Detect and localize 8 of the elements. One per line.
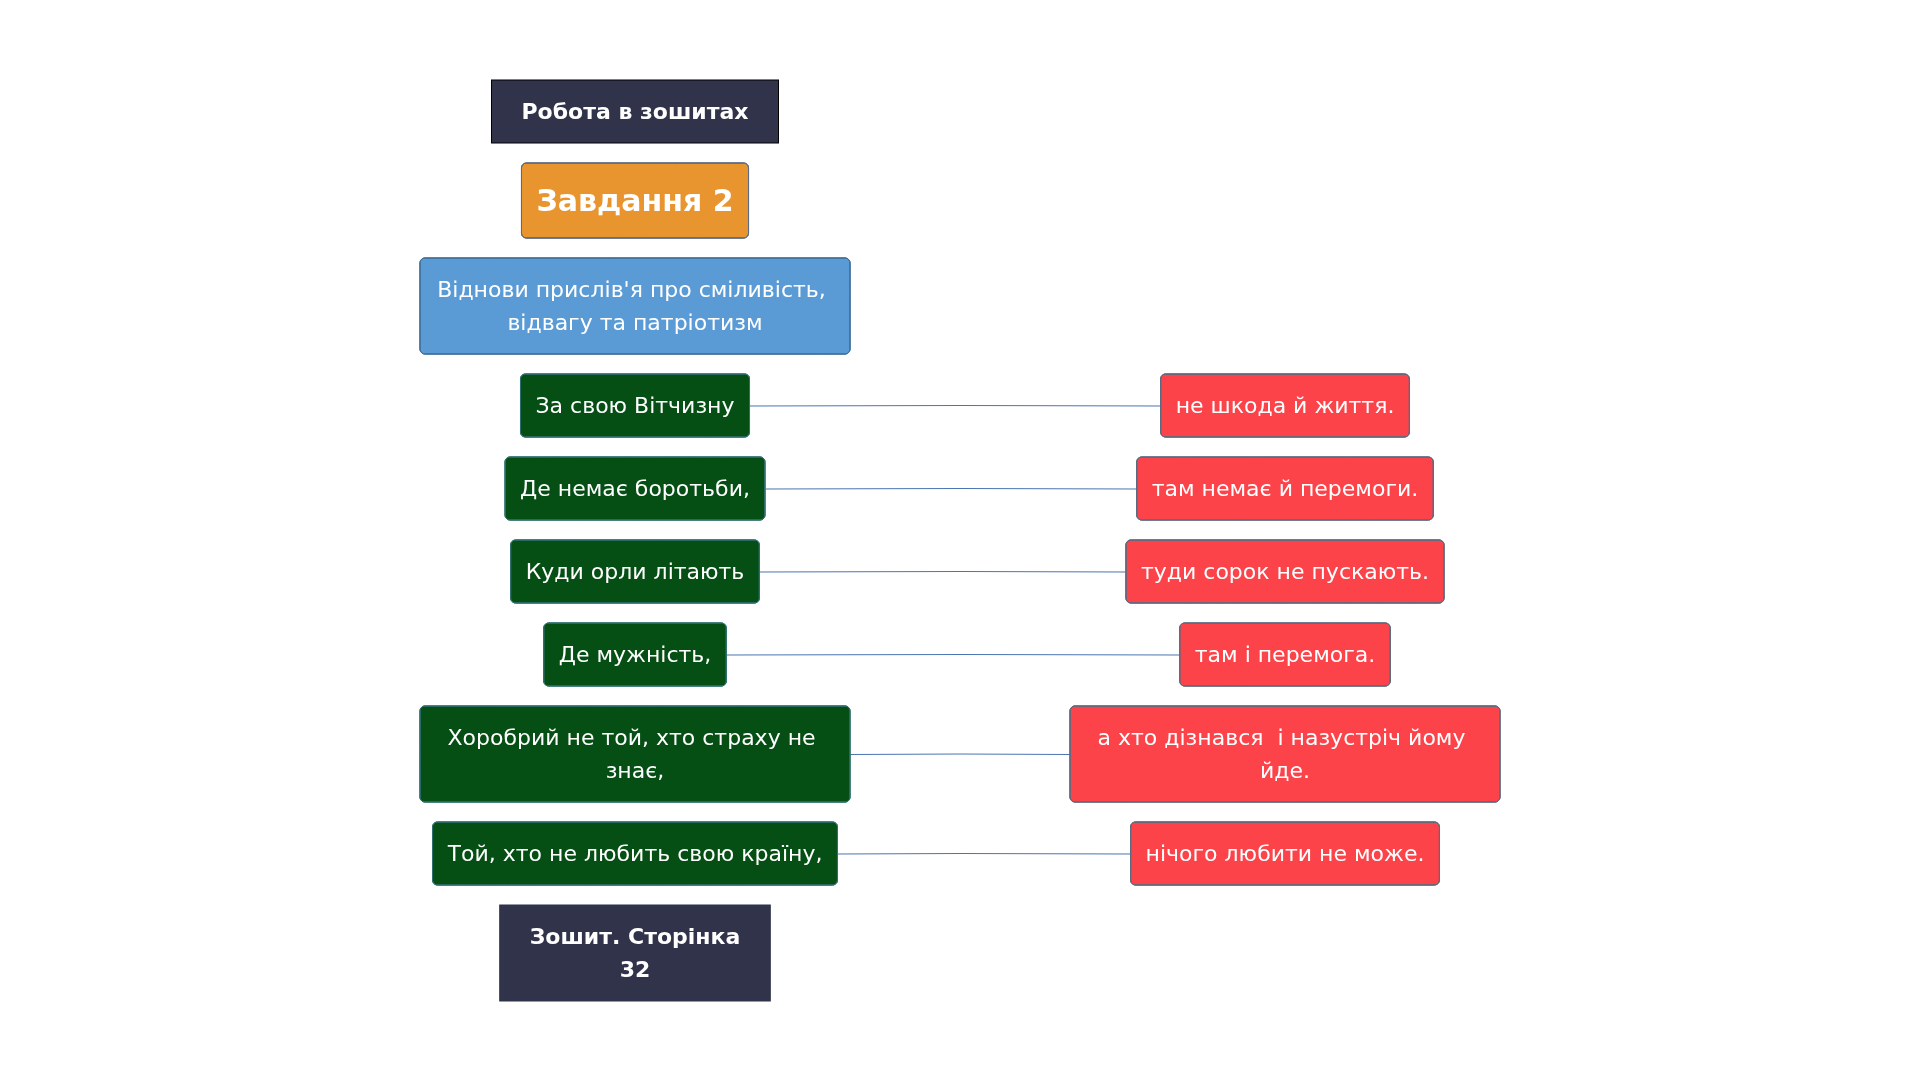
connector [850,753,1071,755]
connector [726,653,1181,655]
connector [764,487,1138,489]
connector [837,852,1132,854]
node-box: Робота в зошитах [491,79,779,143]
node-box: Зошит. Сторінка 32 [499,904,771,1001]
connector [749,404,1162,406]
connector [759,570,1127,572]
